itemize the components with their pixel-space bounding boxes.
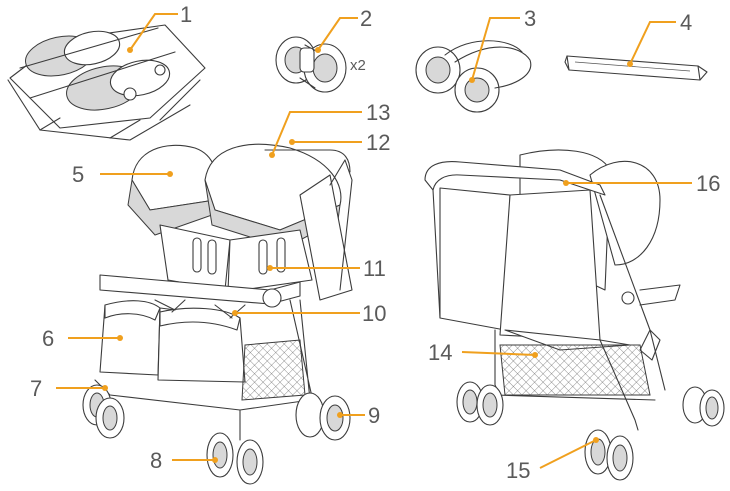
callout-label-15: 15 (506, 458, 530, 483)
callout-label-6: 6 (42, 326, 54, 351)
callout-label-11: 11 (363, 256, 386, 281)
callout-label-4: 4 (680, 10, 692, 35)
stroller-front-view (83, 144, 352, 484)
callout-label-8: 8 (150, 448, 162, 473)
callout-label-9: 9 (368, 403, 380, 428)
callout-label-14: 14 (428, 340, 452, 365)
callout-label-7: 7 (30, 376, 42, 401)
callout-10: 10 (232, 301, 386, 326)
callout-label-2: 2 (360, 6, 372, 31)
callout-label-12: 12 (366, 130, 390, 155)
callout-label-5: 5 (72, 162, 84, 187)
callout-15: 15 (506, 437, 599, 483)
callout-label-1: 1 (180, 2, 192, 27)
front-wheel-illustration (276, 37, 346, 92)
bumper-bar-illustration (565, 56, 707, 80)
callout-label-10: 10 (362, 301, 386, 326)
stroller-rear-view (425, 150, 724, 480)
callout-label-16: 16 (696, 171, 720, 196)
callout-label-3: 3 (524, 6, 536, 31)
callout-label-13: 13 (366, 100, 390, 125)
callout-4: 4 (627, 10, 692, 67)
quantity-note: x2 (350, 57, 366, 74)
folded-stroller-illustration (8, 25, 205, 140)
